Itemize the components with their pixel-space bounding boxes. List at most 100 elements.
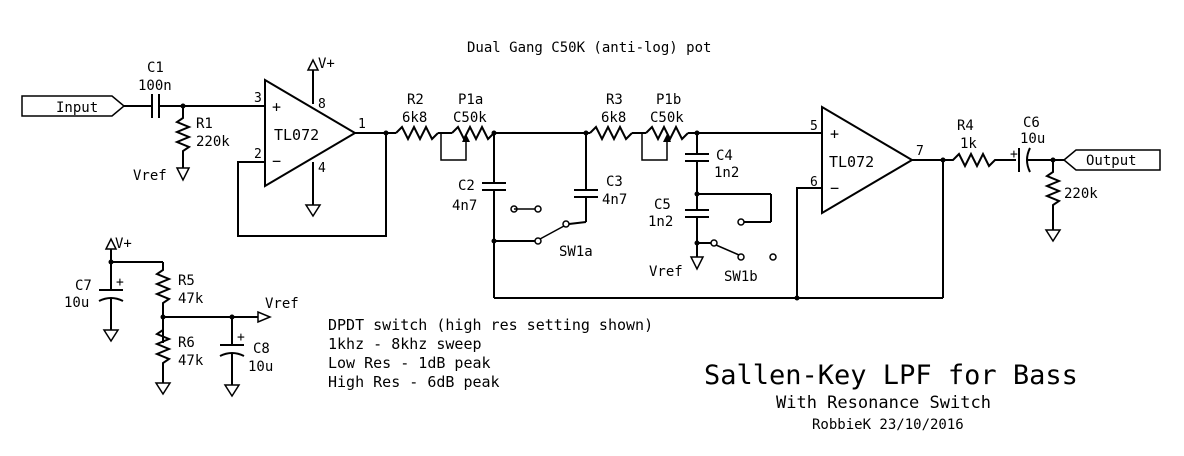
- svg-text:8: 8: [318, 97, 326, 112]
- r3-value: 6k8: [601, 110, 626, 126]
- r4-value: 1k: [960, 136, 977, 152]
- svg-text:4: 4: [318, 161, 326, 176]
- p1b-ref: P1b: [656, 92, 681, 108]
- vplus-symbol-u1: V+: [306, 56, 335, 72]
- switch-sw1b: SW1b: [694, 191, 777, 285]
- capacitor-c8: + C8 10u: [219, 317, 273, 385]
- sw1a-ref: SW1a: [559, 244, 593, 260]
- capacitor-c6: + C6 10u: [1010, 115, 1045, 173]
- r4-ref: R4: [957, 118, 974, 134]
- note-line-3: Low Res - 1dB peak: [328, 354, 491, 372]
- ground-symbol-r6: [154, 382, 172, 396]
- resistor-output: 220k: [1044, 160, 1098, 230]
- note-line-2: 1khz - 8khz sweep: [328, 335, 482, 353]
- sw1b-ref: SW1b: [724, 269, 758, 285]
- resistor-r4: R4 1k: [943, 118, 1016, 169]
- switch-sw1a: SW1a: [491, 205, 593, 260]
- title-block: Sallen-Key LPF for Bass With Resonance S…: [704, 360, 1078, 433]
- c8-value: 10u: [248, 359, 273, 375]
- c3-value: 4n7: [602, 192, 627, 208]
- svg-text:6: 6: [810, 175, 818, 190]
- resistor-r1: R1 220k: [174, 106, 230, 168]
- c2-value: 4n7: [452, 198, 477, 214]
- ground-symbol-u1: [304, 204, 322, 218]
- svg-text:+: +: [116, 275, 124, 290]
- c6-ref: C6: [1023, 115, 1040, 131]
- r6-value: 47k: [178, 353, 204, 369]
- potentiometer-p1b: P1b C50k: [641, 92, 689, 161]
- p1a-value: C50k: [453, 110, 487, 126]
- svg-text:+: +: [1010, 147, 1018, 162]
- vref-symbol-c5: Vref: [649, 256, 705, 280]
- potentiometer-p1a: P1a C50k: [440, 92, 495, 161]
- input-port-label: Input: [56, 100, 98, 116]
- svg-text:5: 5: [810, 119, 818, 134]
- vplus-symbol-bias: V+: [104, 236, 132, 252]
- opamp-u1: TL072 + − 3 2 1 8 4: [254, 78, 366, 188]
- capacitor-c1: C1 100n: [138, 60, 172, 118]
- note-line-1: DPDT switch (high res setting shown): [328, 316, 653, 334]
- resistor-r2: R2 6k8: [395, 92, 439, 142]
- vref-symbol-r1: Vref: [133, 167, 191, 184]
- ground-symbol-output: [1044, 229, 1062, 243]
- resistor-r3: R3 6k8: [589, 92, 633, 142]
- output-port-label: Output: [1086, 153, 1137, 169]
- r2-ref: R2: [407, 92, 424, 108]
- vref-output-symbol: Vref: [257, 296, 299, 324]
- capacitor-c4: C4 1n2: [685, 133, 739, 210]
- vref-label-bias: Vref: [265, 296, 299, 312]
- vref-label-c5: Vref: [649, 264, 683, 280]
- r5-value: 47k: [178, 291, 204, 307]
- resistor-r5: R5 47k: [154, 262, 204, 343]
- c4-ref: C4: [716, 148, 733, 164]
- input-port: Input: [21, 95, 126, 117]
- u1-name: TL072: [274, 126, 319, 144]
- c3-ref: C3: [606, 174, 623, 190]
- c6-value: 10u: [1020, 131, 1045, 147]
- c7-value: 10u: [64, 295, 89, 311]
- capacitor-c7: + C7 10u: [64, 275, 124, 330]
- c8-ref: C8: [253, 341, 270, 357]
- p1a-ref: P1a: [458, 92, 483, 108]
- ground-symbol-c8: [223, 384, 241, 398]
- c5-ref: C5: [654, 197, 671, 213]
- notes-block: DPDT switch (high res setting shown) 1kh…: [328, 316, 653, 391]
- r6-ref: R6: [178, 335, 195, 351]
- note-line-4: High Res - 6dB peak: [328, 373, 500, 391]
- schematic-subtitle: With Resonance Switch: [776, 393, 991, 413]
- svg-text:+: +: [830, 125, 839, 143]
- svg-text:7: 7: [916, 144, 924, 159]
- p1b-value: C50k: [650, 110, 684, 126]
- opamp-u2: TL072 + − 5 6 7: [810, 105, 924, 215]
- svg-text:−: −: [830, 179, 839, 197]
- c1-ref: C1: [147, 60, 164, 76]
- schematic-title: Sallen-Key LPF for Bass: [704, 360, 1078, 391]
- capacitor-c5: C5 1n2: [648, 197, 709, 257]
- c1-value: 100n: [138, 78, 172, 94]
- ground-symbol-c7: [102, 329, 120, 343]
- svg-text:2: 2: [254, 147, 262, 162]
- r5-ref: R5: [178, 273, 195, 289]
- svg-text:1: 1: [358, 117, 366, 132]
- author-date: RobbieK 23/10/2016: [812, 417, 964, 433]
- svg-text:−: −: [272, 152, 281, 170]
- svg-text:3: 3: [254, 91, 262, 106]
- c4-value: 1n2: [714, 165, 739, 181]
- capacitor-c3: C3 4n7: [574, 133, 627, 222]
- r1-value: 220k: [196, 134, 230, 150]
- r-out-value: 220k: [1064, 186, 1098, 202]
- capacitor-c2: C2 4n7: [452, 133, 506, 298]
- svg-text:+: +: [237, 330, 245, 345]
- svg-text:+: +: [272, 98, 281, 116]
- c7-ref: C7: [75, 278, 92, 294]
- vplus-label-u1: V+: [318, 56, 335, 72]
- resistor-r6: R6 47k: [154, 329, 204, 383]
- c5-value: 1n2: [648, 214, 673, 230]
- vref-label-r1: Vref: [133, 168, 167, 184]
- r1-ref: R1: [196, 116, 213, 132]
- u2-name: TL072: [829, 153, 874, 171]
- r2-value: 6k8: [402, 110, 427, 126]
- r3-ref: R3: [606, 92, 623, 108]
- c2-ref: C2: [458, 178, 475, 194]
